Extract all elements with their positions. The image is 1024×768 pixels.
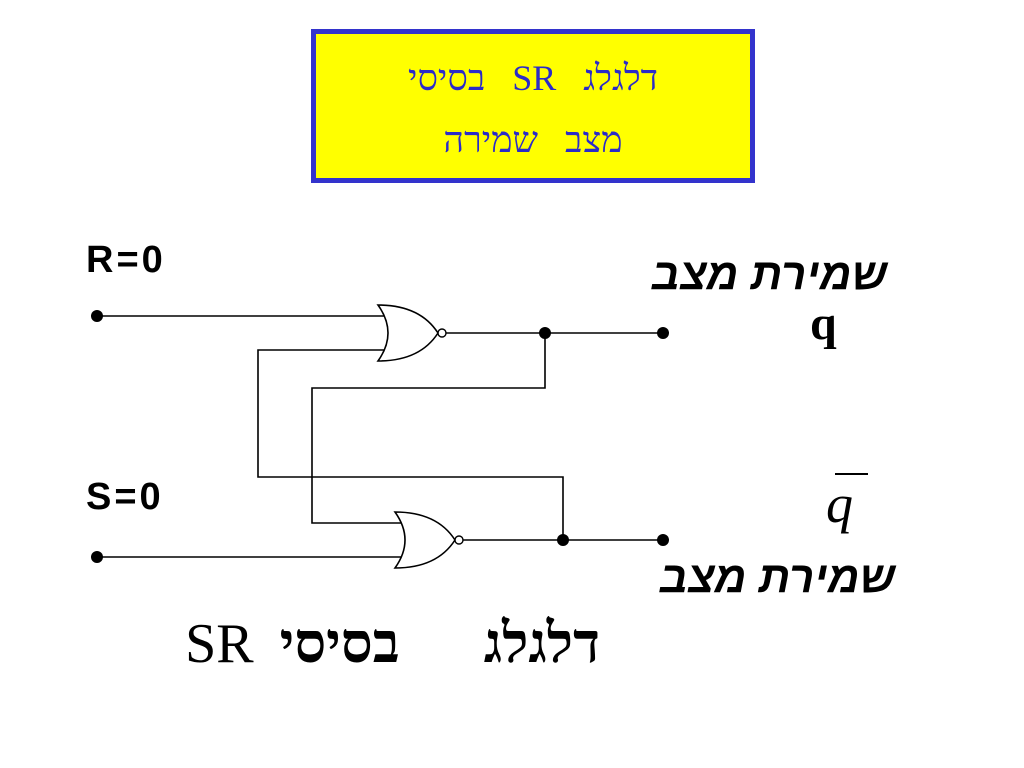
qbar-state-note: שמירת מצב [659,553,895,602]
s-input-label: S=0 [86,476,164,518]
qbar-overline [835,473,868,475]
nor-gate-lower [393,511,456,569]
qbar-junction-node [557,534,569,546]
qbar-output-symbol: q [826,474,853,534]
caption-hebrew-text: דלגלג בסיסי [279,613,600,675]
caption-latin-text: SR [185,613,254,675]
q-output-terminal [657,327,669,339]
q-output-symbol: q [810,297,837,350]
nor-gate-lower-inversion-bubble [454,535,464,545]
qbar-output-terminal [657,534,669,546]
q-state-note: שמירת מצב [651,250,887,299]
nor-gate-upper [376,304,439,362]
nor-gate-upper-inversion-bubble [437,328,447,338]
r-input-label: R=0 [86,239,166,281]
qbar-feedback-wire [257,349,564,540]
q-feedback-wire [311,333,546,524]
r-input-terminal [91,310,103,322]
q-junction-node [539,327,551,339]
title-line-2: מצב שמירה [443,120,623,160]
diagram-caption: דלגלג בסיסי SR [140,616,600,672]
title-line-1: דלגלג SR בסיסי [408,58,658,98]
title-box: דלגלג SR בסיסי מצב שמירה [311,29,755,183]
s-input-terminal [91,551,103,563]
